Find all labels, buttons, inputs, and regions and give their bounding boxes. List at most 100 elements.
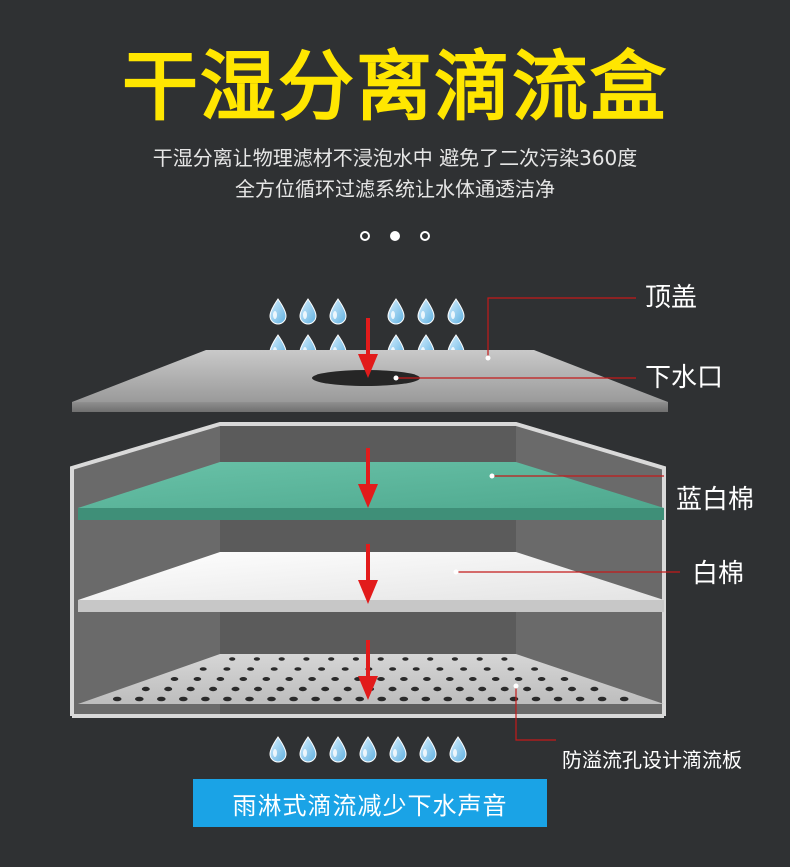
carousel-dots	[360, 228, 430, 244]
drip-hole	[537, 677, 546, 681]
drip-hole	[179, 696, 188, 702]
drip-hole	[328, 657, 335, 661]
drip-hole	[377, 657, 384, 661]
drip-hole	[421, 696, 431, 702]
drip-hole	[294, 667, 302, 671]
drip-hole	[245, 696, 254, 702]
drip-hole	[509, 696, 519, 702]
drip-hole	[446, 677, 454, 681]
drip-hole	[201, 696, 210, 702]
drip-hole	[411, 686, 419, 692]
drip-hole	[278, 657, 285, 661]
water-drop-icon	[329, 298, 347, 325]
drip-hole	[377, 677, 385, 681]
drip-hole	[216, 677, 225, 681]
drip-hole	[193, 677, 202, 681]
drip-hole	[308, 677, 316, 681]
drip-hole	[500, 686, 509, 692]
drip-hole	[402, 657, 409, 661]
drip-hole	[388, 686, 397, 692]
drip-hole	[270, 667, 278, 671]
white-cotton-layer	[78, 552, 664, 612]
drip-hole	[523, 686, 532, 692]
water-drop-icon	[387, 298, 405, 325]
water-drop-icon	[449, 736, 467, 763]
drip-hole	[231, 686, 240, 692]
drip-hole	[318, 667, 326, 671]
drip-hole	[553, 696, 563, 702]
drip-hole	[247, 667, 255, 671]
drip-hole	[209, 686, 218, 692]
drip-hole	[267, 696, 276, 702]
drip-hole	[112, 696, 122, 702]
drip-hole	[501, 657, 508, 661]
drip-hole	[298, 686, 307, 692]
drip-hole	[223, 696, 232, 702]
drip-hole	[135, 696, 144, 702]
water-drop-icon	[269, 736, 287, 763]
drip-hole	[560, 677, 569, 681]
drip-hole	[331, 677, 339, 681]
drip-hole	[507, 667, 515, 671]
drain-hole	[312, 370, 420, 386]
label-white-cotton: 白棉	[692, 559, 745, 589]
water-drops-bottom	[269, 736, 467, 763]
feature-banner: 雨淋式滴流减少下水声音	[193, 779, 547, 827]
water-drop-icon	[389, 736, 407, 763]
water-drop-icon	[419, 736, 437, 763]
drip-hole	[303, 657, 310, 661]
drip-hole	[487, 696, 497, 702]
drip-hole	[262, 677, 271, 681]
drip-hole	[170, 677, 179, 681]
drip-hole	[239, 677, 248, 681]
drip-hole	[289, 696, 298, 702]
carousel-dot-3[interactable]	[420, 231, 430, 241]
drip-hole	[141, 686, 150, 692]
drip-hole	[399, 696, 409, 702]
drip-hole	[575, 696, 585, 702]
drip-hole	[199, 667, 207, 671]
drip-hole	[341, 667, 349, 671]
drip-hole	[568, 686, 576, 692]
water-drop-icon	[299, 736, 317, 763]
drip-hole	[229, 657, 236, 661]
drip-hole	[427, 657, 434, 661]
drip-hole	[254, 686, 262, 692]
drip-hole	[223, 667, 231, 671]
drip-hole	[483, 667, 491, 671]
drip-hole	[469, 677, 477, 681]
water-drop-icon	[359, 736, 377, 763]
drip-hole	[333, 696, 342, 702]
drip-hole	[355, 696, 365, 702]
drip-hole	[400, 677, 408, 681]
drip-hole	[590, 686, 599, 692]
drip-hole	[343, 686, 352, 692]
drip-hole	[436, 667, 444, 671]
page-title: 干湿分离滴流盒	[122, 42, 668, 131]
drip-hole	[460, 667, 468, 671]
water-drop-icon	[299, 298, 317, 325]
drip-hole	[285, 677, 294, 681]
drip-hole	[321, 686, 330, 692]
drip-hole	[389, 667, 397, 671]
drip-hole	[157, 696, 166, 702]
drip-hole	[433, 686, 442, 692]
drip-hole	[253, 657, 260, 661]
carousel-dot-1[interactable]	[360, 231, 370, 241]
drip-hole	[491, 677, 500, 681]
water-drop-icon	[417, 298, 435, 325]
drip-hole	[164, 686, 173, 692]
drip-hole	[478, 686, 487, 692]
water-drop-icon	[329, 736, 347, 763]
drip-hole	[352, 657, 359, 661]
drip-hole	[476, 657, 483, 661]
carousel-dot-2[interactable]	[390, 231, 400, 241]
label-drip-plate: 防溢流孔设计滴流板	[562, 748, 742, 772]
drip-hole	[465, 696, 475, 702]
drip-hole	[186, 686, 195, 692]
drip-hole	[451, 657, 458, 661]
drip-hole	[597, 696, 607, 702]
leader-lines	[393, 297, 680, 741]
label-drain-hole: 下水口	[645, 363, 724, 393]
